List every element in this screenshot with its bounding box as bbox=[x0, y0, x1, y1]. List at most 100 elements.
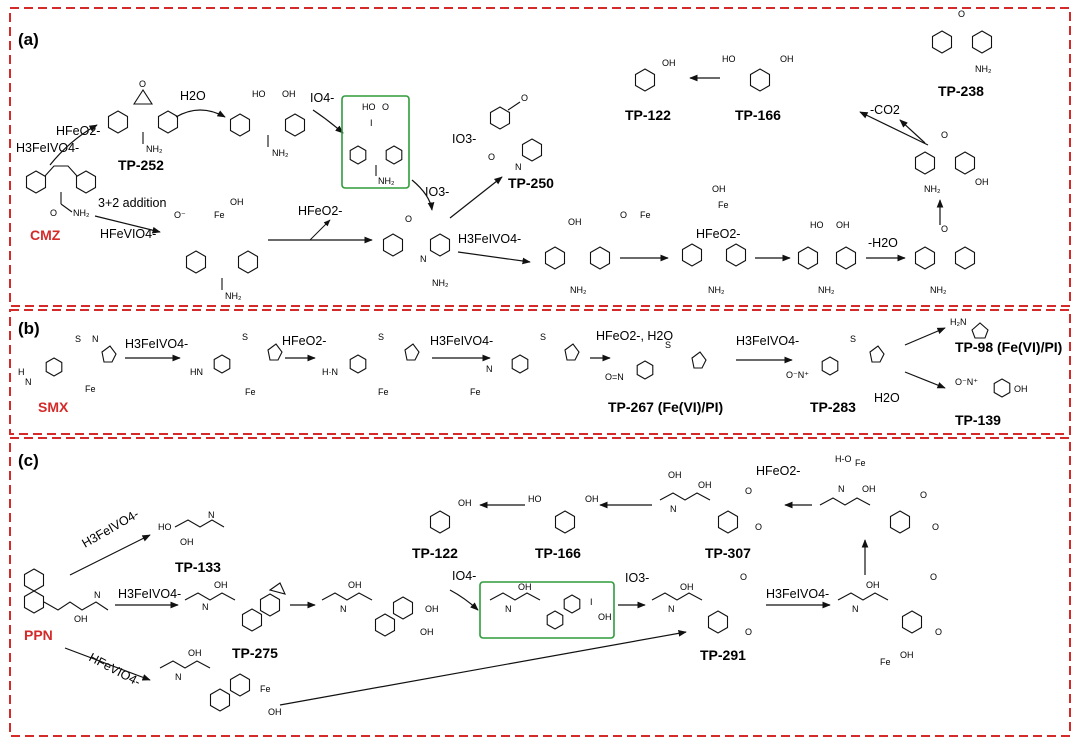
tp122-a-structure: OH bbox=[634, 58, 676, 92]
ppn-label: PPN bbox=[24, 627, 53, 643]
svg-text:O: O bbox=[920, 490, 927, 500]
smx-intermediate3-structure: N Fe S bbox=[470, 332, 580, 397]
svg-text:O: O bbox=[521, 93, 528, 103]
svg-text:I: I bbox=[590, 597, 593, 607]
tp122-a-label: TP-122 bbox=[625, 107, 671, 123]
tp252-structure: O NH₂ bbox=[107, 79, 179, 154]
svg-text:OH: OH bbox=[866, 580, 880, 590]
svg-text:OH: OH bbox=[975, 177, 989, 187]
svg-text:O: O bbox=[488, 152, 495, 162]
tp283-label: TP-283 bbox=[810, 399, 856, 415]
svg-text:O: O bbox=[740, 572, 747, 582]
svg-text:O: O bbox=[745, 627, 752, 637]
svg-text:OH: OH bbox=[668, 470, 682, 480]
svg-text:OH: OH bbox=[568, 217, 582, 227]
svg-text:OH: OH bbox=[780, 54, 794, 64]
svg-text:HO: HO bbox=[158, 522, 172, 532]
svg-text:OH: OH bbox=[518, 582, 532, 592]
svg-text:N: N bbox=[340, 604, 347, 614]
tp267-label: TP-267 (Fe(VI)/PI) bbox=[608, 399, 723, 415]
svg-text:Fe: Fe bbox=[214, 210, 225, 220]
svg-text:O: O bbox=[941, 130, 948, 140]
arrow-tp252-to-diol bbox=[175, 109, 226, 118]
svg-text:O: O bbox=[958, 9, 965, 19]
panel-b-frame bbox=[9, 309, 1071, 435]
svg-text:Fe: Fe bbox=[470, 387, 481, 397]
svg-text:OH: OH bbox=[425, 604, 439, 614]
reagent-hfevi-c: HFeVIO4- bbox=[87, 650, 143, 689]
panel-a-frame bbox=[9, 7, 1071, 307]
tp291-structure: OHN OO bbox=[651, 572, 752, 637]
reagent-hfeo2-a3: HFeO2- bbox=[696, 227, 740, 241]
svg-text:O⁻N⁺: O⁻N⁺ bbox=[955, 377, 978, 387]
smx-ferrate-atom: Fe bbox=[85, 384, 96, 394]
arrow-adduct-to-tp291 bbox=[279, 630, 687, 706]
svg-text:H₂N: H₂N bbox=[950, 317, 967, 327]
reagent-h3fe-b2: H3FeIVO4- bbox=[430, 334, 493, 348]
svg-text:OH: OH bbox=[680, 582, 694, 592]
svg-text:NH₂: NH₂ bbox=[818, 285, 835, 295]
tp122-c-structure: OH bbox=[429, 498, 472, 534]
tp98-structure: H₂N bbox=[950, 317, 989, 339]
reagent-addition: 3+2 addition bbox=[98, 196, 167, 210]
arrow-ppn-to-tp133 bbox=[69, 534, 151, 576]
reagent-io4-a: IO4- bbox=[310, 91, 334, 105]
svg-text:NH₂: NH₂ bbox=[272, 148, 289, 158]
svg-text:N: N bbox=[175, 672, 182, 682]
svg-text:NH₂: NH₂ bbox=[378, 176, 395, 186]
svg-text:Fe: Fe bbox=[245, 387, 256, 397]
arrow-to-tp238 bbox=[899, 119, 926, 144]
svg-text:HO: HO bbox=[810, 220, 824, 230]
svg-text:O: O bbox=[930, 572, 937, 582]
svg-text:Fe: Fe bbox=[260, 684, 271, 694]
svg-text:N: N bbox=[208, 510, 215, 520]
arrow-to-tp98 bbox=[904, 327, 946, 346]
svg-text:OH: OH bbox=[836, 220, 850, 230]
dialdehyde-intermediate-structure: ON NH₂ bbox=[382, 214, 451, 288]
svg-text:OH: OH bbox=[662, 58, 676, 68]
tp307-structure: OH NOH OO bbox=[659, 470, 762, 534]
acridone-aldehyde-structure: O NH₂ bbox=[914, 224, 976, 295]
svg-text:Fe: Fe bbox=[378, 387, 389, 397]
cmz-label: CMZ bbox=[30, 227, 61, 243]
arrow-to-tp139 bbox=[904, 371, 946, 389]
svg-text:NH₂: NH₂ bbox=[146, 144, 163, 154]
svg-text:S: S bbox=[242, 332, 248, 342]
svg-text:O: O bbox=[382, 102, 389, 112]
reagent-h3fe-b3: H3FeIVO4- bbox=[736, 334, 799, 348]
svg-text:N: N bbox=[515, 162, 522, 172]
tp275-label: TP-275 bbox=[232, 645, 278, 661]
svg-text:O: O bbox=[50, 208, 57, 218]
svg-text:OH: OH bbox=[598, 612, 612, 622]
svg-text:H: H bbox=[18, 367, 25, 377]
svg-text:O: O bbox=[745, 486, 752, 496]
svg-text:NH₂: NH₂ bbox=[708, 285, 725, 295]
tp133-label: TP-133 bbox=[175, 559, 221, 575]
smx-intermediate1-structure: HN S Fe bbox=[190, 332, 283, 397]
reagent-h3fe-b1: H3FeIVO4- bbox=[125, 337, 188, 351]
svg-text:Fe: Fe bbox=[855, 458, 866, 468]
svg-text:HO: HO bbox=[722, 54, 736, 64]
reagent-h3fe-c2: H3FeIVO4- bbox=[118, 587, 181, 601]
svg-text:S: S bbox=[850, 334, 856, 344]
tp283-structure: O⁻N⁺ S bbox=[786, 334, 885, 380]
svg-text:S: S bbox=[665, 340, 671, 350]
svg-text:N: N bbox=[202, 602, 209, 612]
svg-text:OH: OH bbox=[862, 484, 876, 494]
reagent-minus-co2: -CO2 bbox=[870, 103, 900, 117]
arrow-cmz-to-tp252 bbox=[49, 124, 98, 166]
reagent-io4-c: IO4- bbox=[452, 569, 476, 583]
ppn-structure: OHN bbox=[23, 568, 109, 624]
tp275-structure: OHN bbox=[184, 580, 286, 632]
svg-text:H·N: H·N bbox=[322, 367, 338, 377]
svg-text:OH: OH bbox=[420, 627, 434, 637]
svg-text:H-O: H-O bbox=[835, 454, 852, 464]
